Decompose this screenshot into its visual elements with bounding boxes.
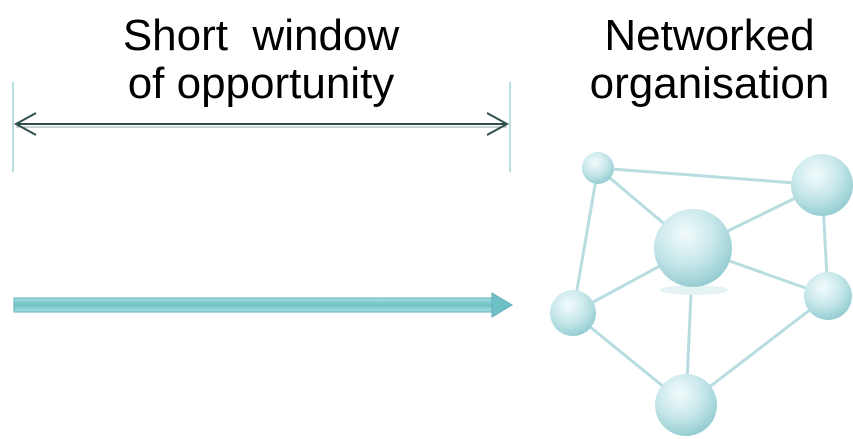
arrow-head	[491, 292, 513, 318]
short-window-caption-line1: Short window	[122, 11, 400, 60]
network-node	[655, 374, 717, 436]
network-node	[582, 152, 614, 184]
window-left-arrowhead	[13, 112, 37, 136]
edge	[597, 166, 823, 187]
network-node	[791, 154, 853, 216]
short-window-caption: Short window of opportunity	[14, 12, 508, 108]
network-graph-icon	[550, 152, 853, 436]
networked-organisation-caption-line1: Networked	[604, 11, 815, 60]
networked-organisation-caption-line2: organisation	[589, 59, 830, 108]
network-node	[804, 272, 852, 320]
double-headed-arrow-icon	[12, 82, 511, 172]
window-right-arrowhead	[486, 112, 510, 136]
network-node	[654, 209, 732, 287]
short-window-caption-line2: of opportunity	[127, 59, 395, 108]
node-shadow	[660, 285, 728, 295]
edge	[571, 167, 600, 314]
networked-organisation-caption: Networked organisation	[566, 12, 853, 108]
arrow-shaft	[13, 297, 495, 313]
network-node	[550, 290, 596, 336]
right-arrow-icon	[13, 292, 513, 318]
